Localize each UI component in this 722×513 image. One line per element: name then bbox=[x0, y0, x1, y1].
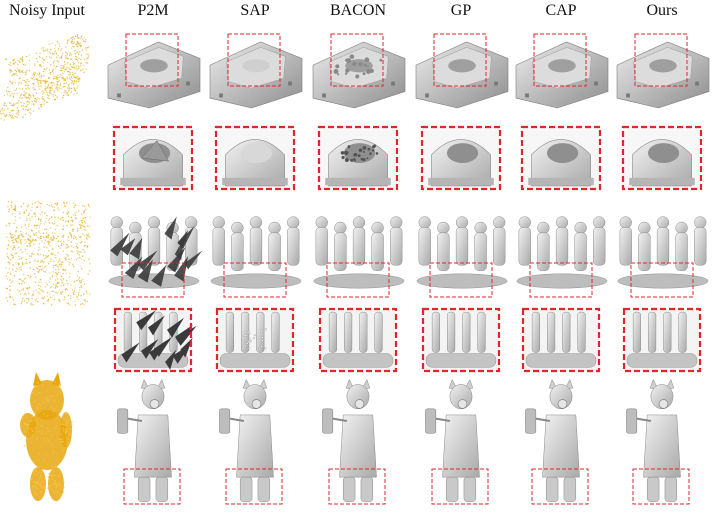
ours-row1-zoom bbox=[621, 125, 703, 191]
cap-row2-zoom-frame bbox=[521, 307, 601, 373]
ours-row1-zoom-frame bbox=[621, 125, 703, 191]
gp-row1-highlight bbox=[433, 33, 487, 87]
ours-row2-zoom-frame bbox=[622, 307, 702, 373]
bacon-row3-result bbox=[322, 378, 386, 505]
sap-row1-highlight bbox=[227, 33, 281, 87]
cap-row2-zoom bbox=[521, 307, 601, 373]
p2m-row2-result bbox=[108, 216, 203, 298]
header-noisy-input: Noisy Input bbox=[9, 2, 85, 19]
sap-row3-highlight bbox=[225, 468, 283, 505]
p2m-row3-result bbox=[117, 378, 181, 505]
gp-row2-result bbox=[416, 216, 508, 298]
gp-row2-zoom bbox=[421, 307, 501, 373]
ours-row3-highlight bbox=[632, 468, 690, 505]
gp-row3-result bbox=[425, 378, 489, 505]
p2m-row3-highlight bbox=[123, 468, 181, 505]
p2m-row2-highlight bbox=[121, 262, 185, 298]
noisy-input-points-1 bbox=[0, 34, 90, 121]
header-cap: CAP bbox=[545, 2, 577, 19]
ours-row1-highlight bbox=[634, 33, 688, 87]
cap-row2-result bbox=[516, 216, 608, 298]
sap-row1-zoom bbox=[214, 125, 296, 191]
bacon-row2-result bbox=[313, 216, 405, 298]
p2m-row2-zoom bbox=[113, 307, 197, 373]
gp-row3-highlight bbox=[431, 468, 489, 505]
ours-row1-result bbox=[616, 33, 710, 109]
noisy-input-points-2 bbox=[5, 200, 91, 306]
gp-row2-zoom-frame bbox=[421, 307, 501, 373]
header-bacon: BACON bbox=[329, 2, 387, 19]
bacon-row2-zoom-frame bbox=[318, 307, 398, 373]
gp-row2-highlight bbox=[429, 262, 493, 298]
gp-row1-zoom bbox=[420, 125, 502, 191]
p2m-row1-highlight bbox=[125, 33, 179, 87]
p2m-row1-zoom bbox=[112, 125, 194, 191]
sap-row2-highlight bbox=[223, 262, 287, 298]
cap-row1-zoom bbox=[520, 125, 602, 191]
sap-row1-result bbox=[209, 33, 303, 109]
ours-row3-result bbox=[626, 378, 690, 505]
sap-row2-result bbox=[210, 216, 302, 298]
bacon-row1-highlight bbox=[330, 33, 384, 87]
header-gp: GP bbox=[450, 2, 472, 19]
gp-row1-zoom-frame bbox=[420, 125, 502, 191]
sap-row1-zoom-frame bbox=[214, 125, 296, 191]
ours-row2-zoom bbox=[622, 307, 702, 373]
cap-row1-zoom-frame bbox=[520, 125, 602, 191]
p2m-row2-zoom-frame bbox=[113, 307, 193, 373]
bacon-row3-highlight bbox=[328, 468, 386, 505]
sap-row2-zoom-frame bbox=[215, 307, 295, 373]
cap-row1-result bbox=[515, 33, 609, 109]
cap-row2-highlight bbox=[529, 262, 593, 298]
noisy-input-points-3 bbox=[20, 372, 73, 502]
cap-row1-highlight bbox=[533, 33, 587, 87]
gp-row1-result bbox=[415, 33, 509, 109]
p2m-row1-result bbox=[107, 33, 201, 109]
header-sap: SAP bbox=[240, 2, 270, 19]
p2m-row1-zoom-frame bbox=[112, 125, 194, 191]
cap-row3-result bbox=[525, 378, 589, 505]
ours-row2-result bbox=[617, 216, 709, 298]
cap-row3-highlight bbox=[531, 468, 589, 505]
bacon-row2-highlight bbox=[326, 262, 390, 298]
bacon-row1-zoom bbox=[317, 125, 399, 191]
ours-row2-highlight bbox=[630, 262, 694, 298]
header-ours: Ours bbox=[646, 2, 678, 19]
bacon-row1-zoom-frame bbox=[317, 125, 399, 191]
sap-row3-result bbox=[219, 378, 283, 505]
header-p2m: P2M bbox=[137, 2, 169, 19]
sap-row2-zoom bbox=[215, 307, 295, 373]
bacon-row1-result bbox=[312, 33, 406, 109]
bacon-row2-zoom bbox=[318, 307, 398, 373]
